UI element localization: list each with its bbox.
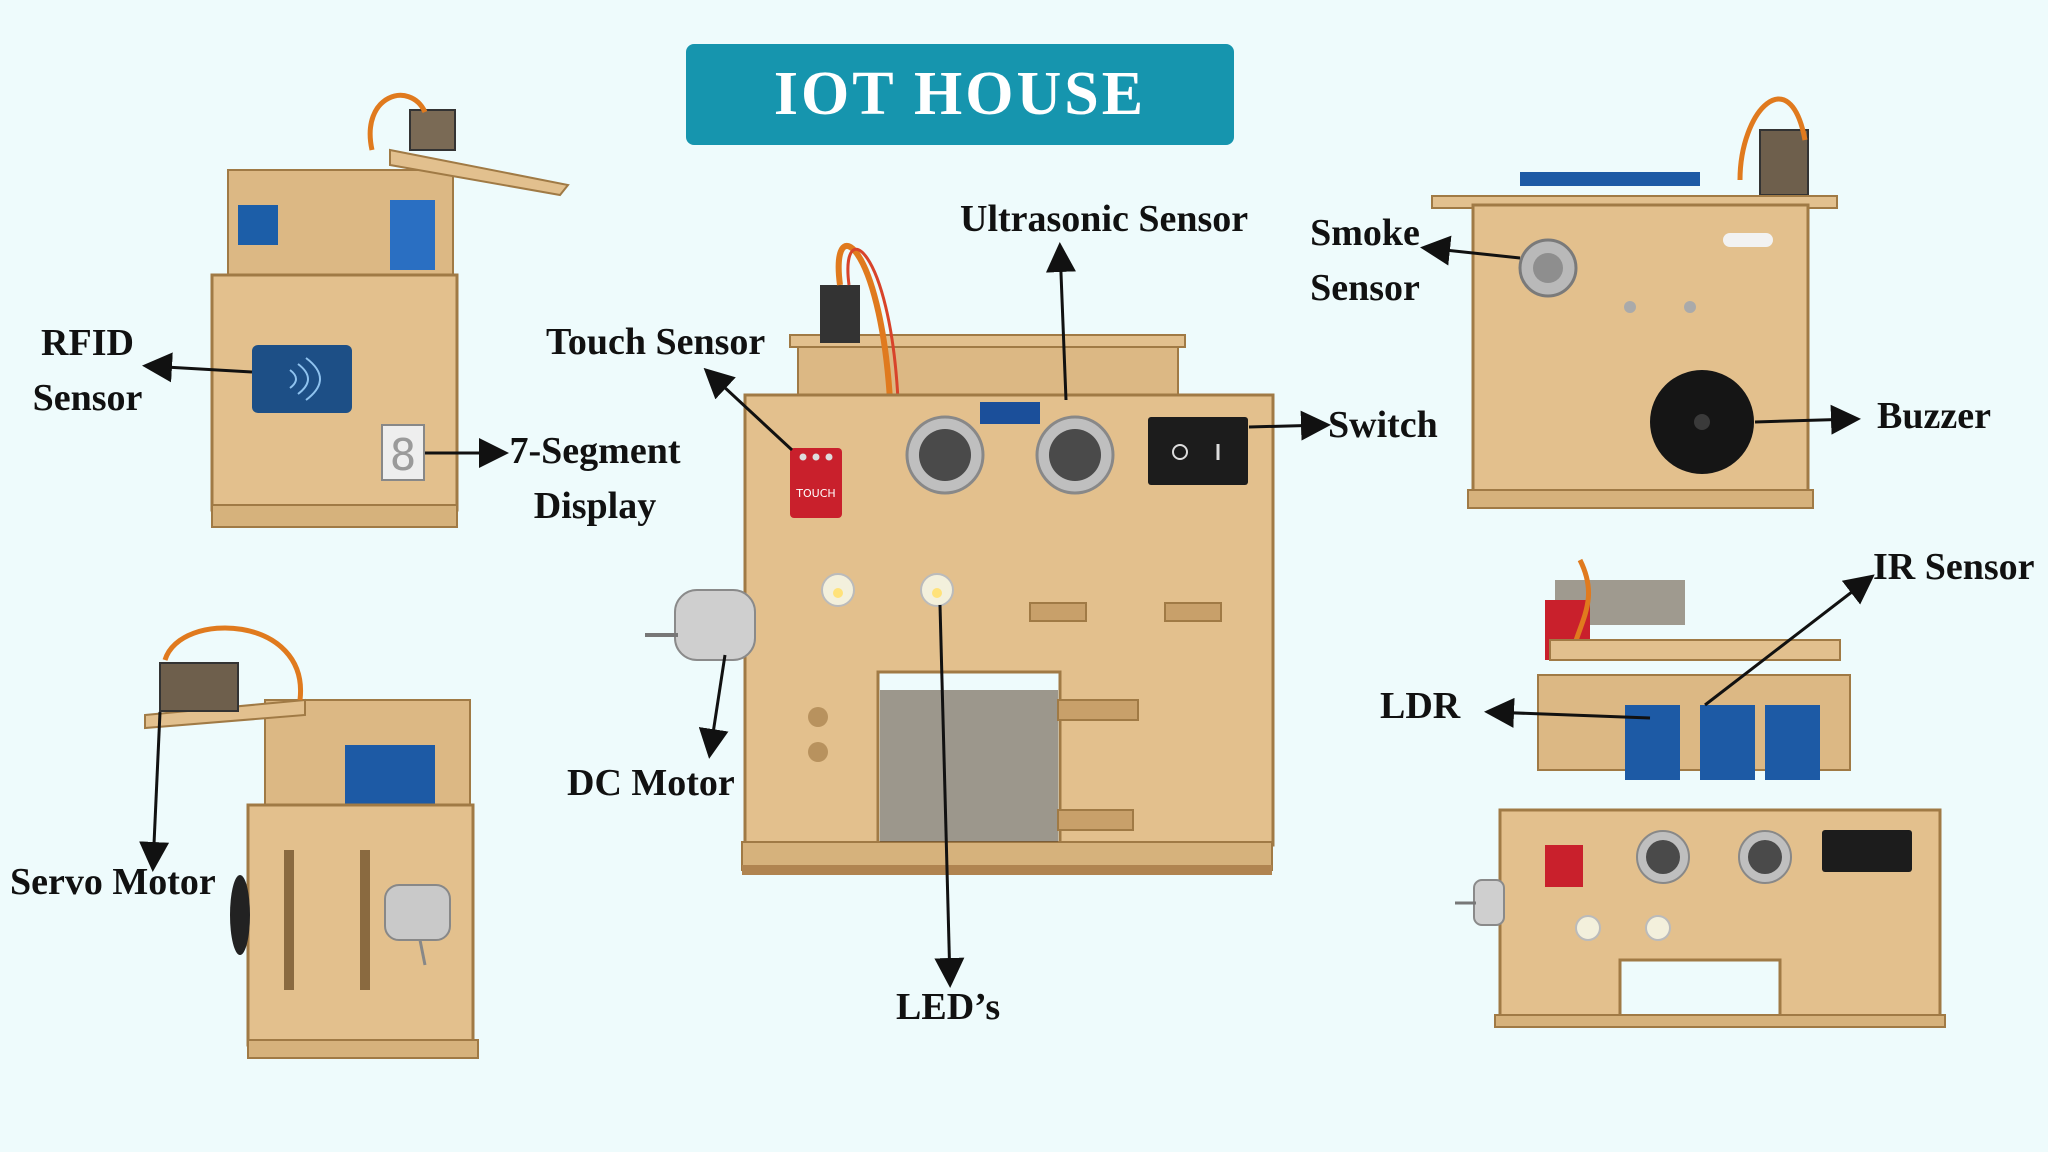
dc-motor-icon <box>645 589 756 661</box>
ir-sensor-icon <box>1700 705 1755 780</box>
house-view-angled <box>1455 558 1946 1028</box>
ultrasonic-sensor-icon <box>905 402 1115 495</box>
touch-sensor-icon <box>790 448 842 518</box>
buzzer-icon <box>1650 370 1754 474</box>
arrow-ldr <box>1484 697 1651 728</box>
label-switch: Switch <box>1328 404 1438 446</box>
arrow-leds <box>934 604 965 988</box>
led-icons <box>821 573 954 607</box>
arrow-buzzer <box>1754 404 1861 435</box>
seven-segment-icon <box>381 424 425 481</box>
house-view-rfid: 8 <box>210 92 570 528</box>
arrow-ir <box>1704 574 1875 707</box>
rfid-reader-icon <box>252 345 352 413</box>
label-leds: LED’s <box>896 986 1001 1028</box>
label-smoke-sensor: Smoke Sensor <box>1310 212 1420 309</box>
label-servo-motor: Servo Motor <box>10 861 216 903</box>
house-view-smoke <box>1431 96 1838 509</box>
house-view-servo <box>144 625 479 1059</box>
arrow-smoke <box>1420 235 1521 266</box>
label-7-segment-display: 7-Segment Display <box>509 430 681 527</box>
label-dc-motor: DC Motor <box>567 762 735 804</box>
arrow-dc-motor <box>698 654 729 759</box>
label-ultrasonic-sensor: Ultrasonic Sensor <box>960 198 1249 240</box>
arrow-rfid <box>142 352 253 383</box>
arrow-switch <box>1248 410 1331 441</box>
svg-text:TOUCH: TOUCH <box>795 487 835 500</box>
house-view-front: TOUCH <box>645 242 1275 875</box>
arrow-servo <box>139 711 170 872</box>
title-banner: IOT HOUSE <box>686 44 1234 145</box>
arrow-ultrasonic <box>1045 242 1076 401</box>
label-ir-sensor: IR Sensor <box>1873 546 2035 588</box>
label-ldr: LDR <box>1380 685 1461 727</box>
label-buzzer: Buzzer <box>1877 395 1991 437</box>
svg-text:8: 8 <box>390 430 417 481</box>
servo-motor-icon <box>159 662 239 712</box>
dc-motor-side-icon <box>384 884 451 941</box>
callout-arrows <box>139 235 1875 988</box>
label-rfid-sensor: RFID Sensor <box>32 322 143 419</box>
label-touch-sensor: Touch Sensor <box>546 321 766 363</box>
page-title: IOT HOUSE <box>773 60 1147 128</box>
power-switch-icon <box>1148 417 1248 485</box>
arrow-touch <box>703 367 794 452</box>
